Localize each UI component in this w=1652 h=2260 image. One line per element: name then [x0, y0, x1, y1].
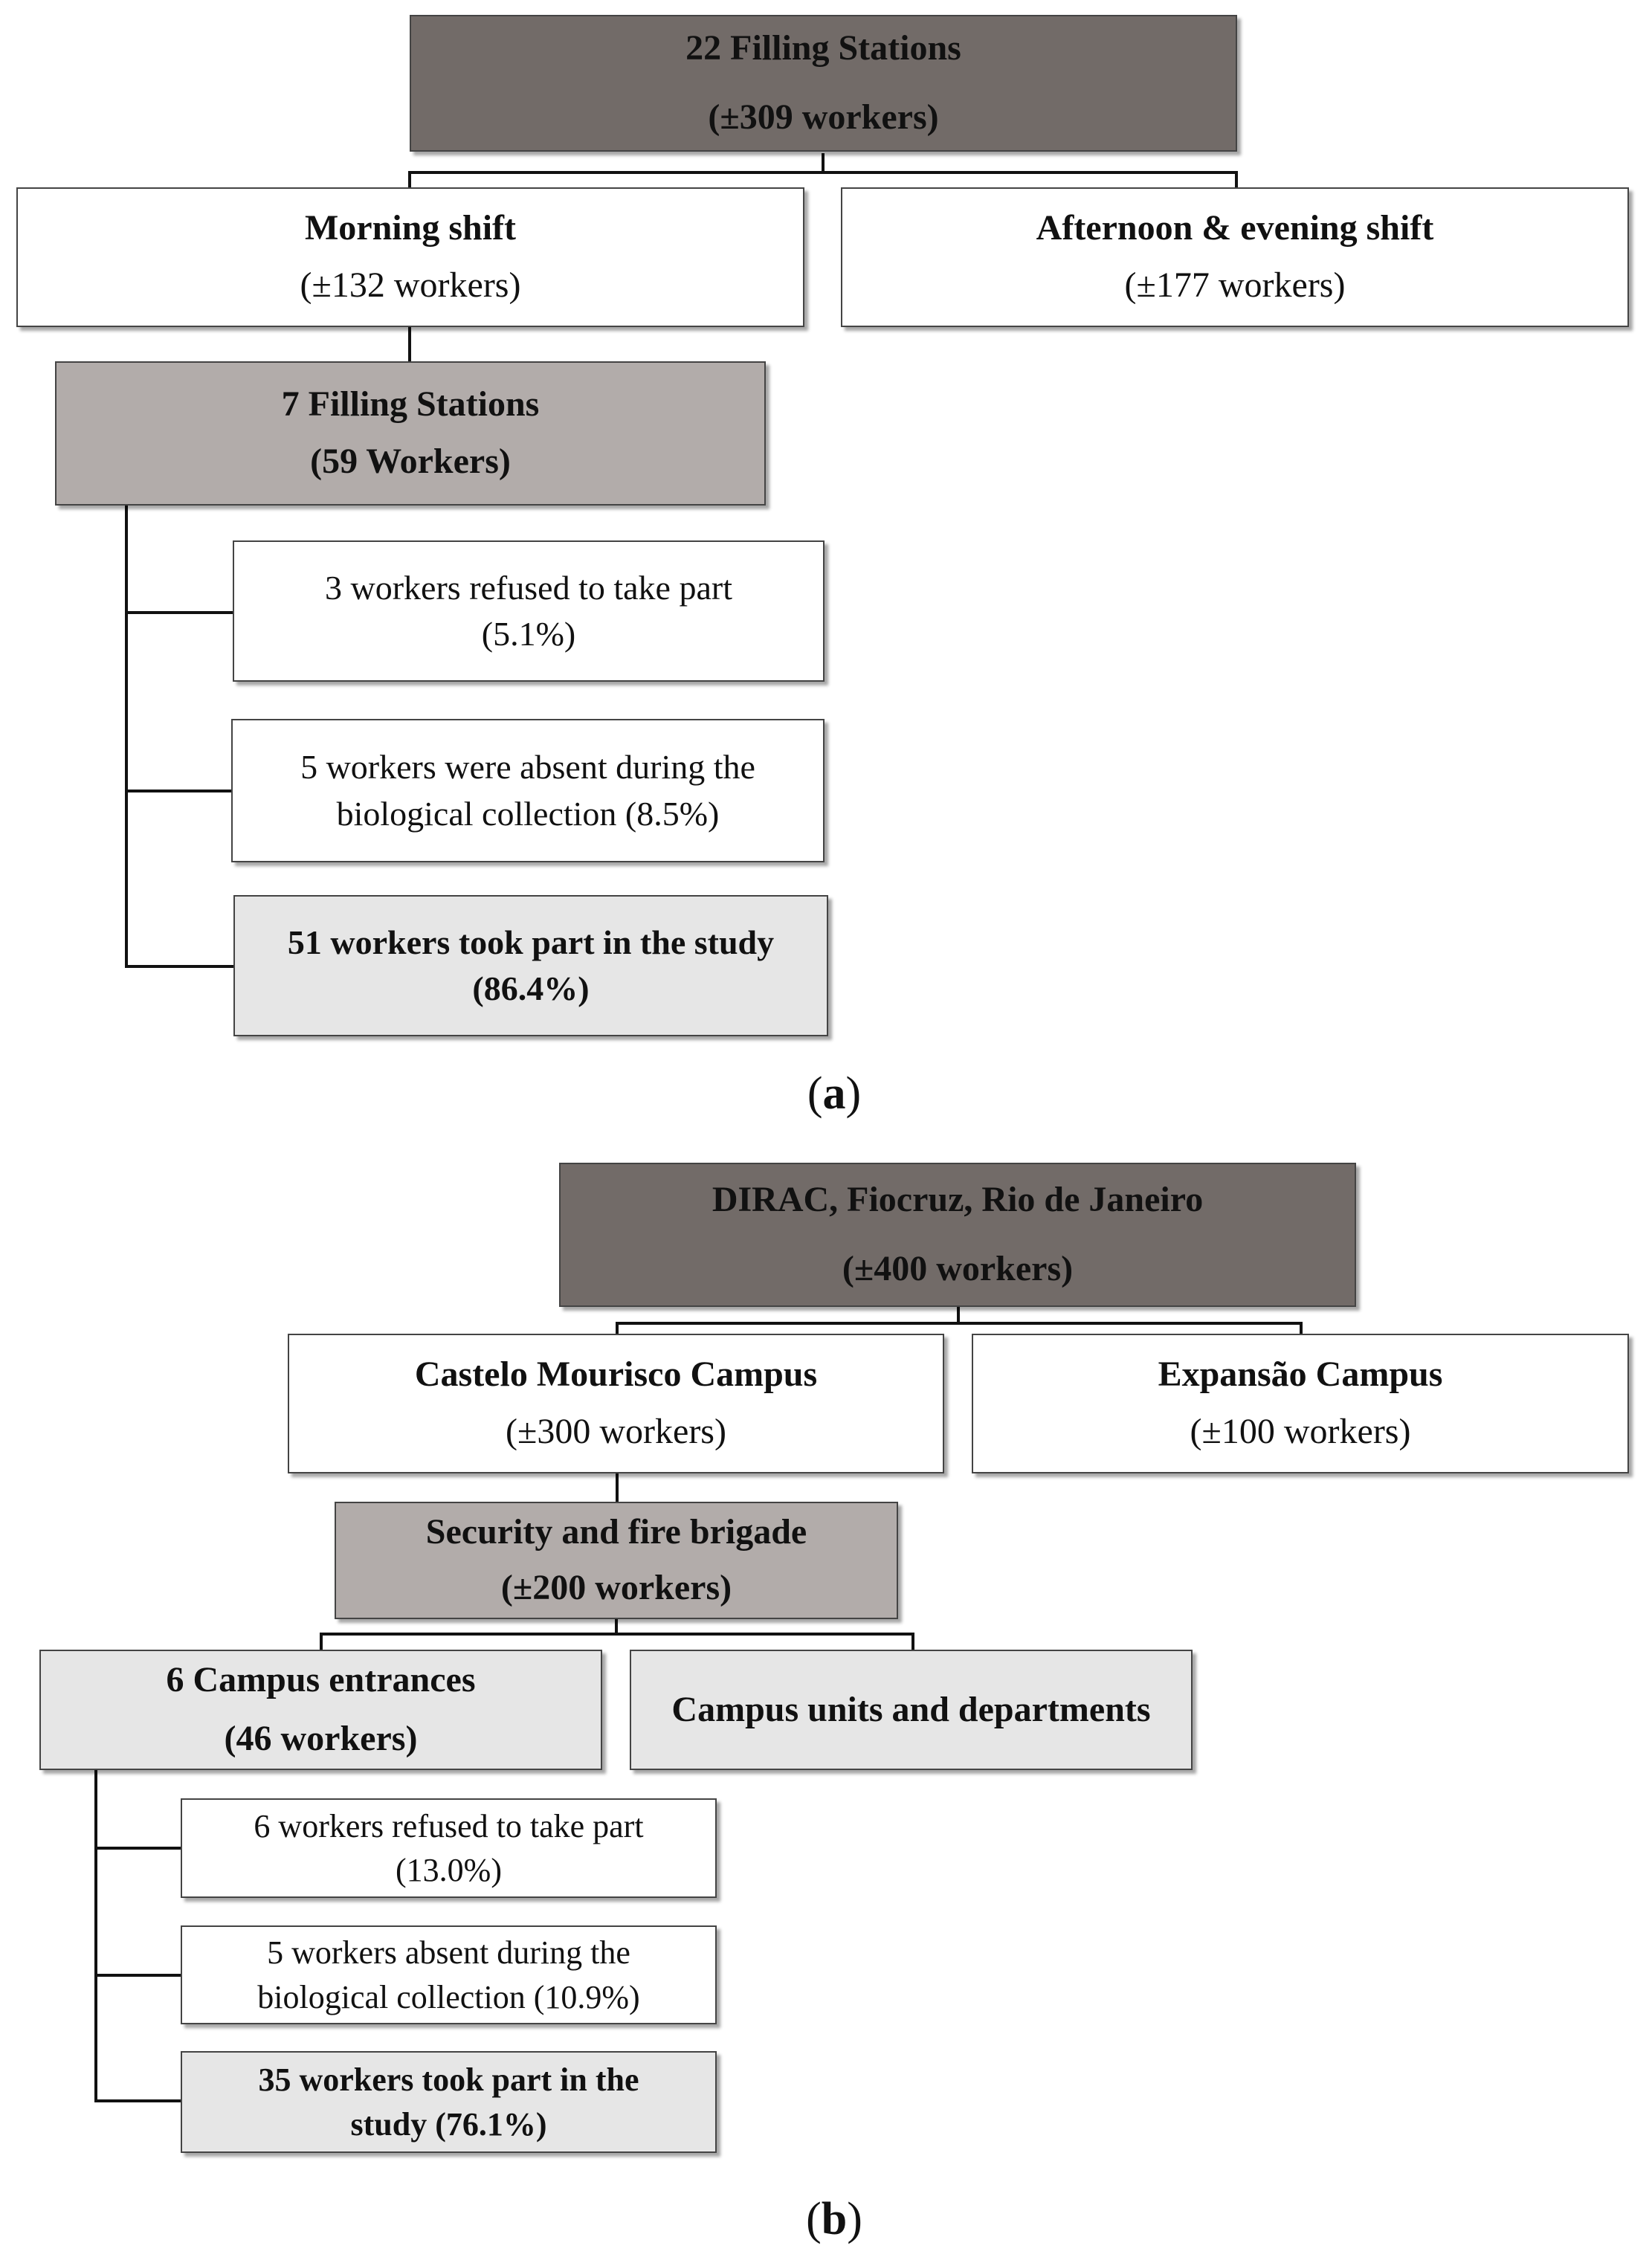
connector	[1300, 1322, 1303, 1334]
node-line: 7 Filling Stations	[281, 384, 540, 424]
panel-label-b: (b)	[806, 2194, 862, 2244]
node-line: Security and fire brigade	[425, 1512, 807, 1552]
node-title: Morning shift	[304, 208, 516, 248]
connector	[911, 1633, 914, 1650]
node-line: (86.4%)	[472, 969, 590, 1007]
node-line: (13.0%)	[396, 1852, 502, 1888]
node-title: Expansão Campus	[1158, 1355, 1443, 1395]
node-line: (5.1%)	[481, 615, 576, 653]
node-line: 51 workers took part in the study	[287, 923, 775, 961]
node-seven-filling-stations: 7 Filling Stations (59 Workers)	[55, 361, 766, 506]
connector	[957, 1307, 960, 1323]
connector	[408, 327, 411, 361]
node-line: (46 workers)	[224, 1719, 418, 1758]
connector	[616, 1322, 1303, 1325]
node-took-part: 51 workers took part in the study (86.4%…	[233, 895, 828, 1036]
connector	[1235, 171, 1238, 189]
node-line: (59 Workers)	[310, 442, 511, 481]
node-afternoon-evening-shift: Afternoon & evening shift (±177 workers)	[841, 187, 1629, 327]
node-count: (±132 workers)	[300, 265, 521, 305]
node-expansao-campus: Expansão Campus (±100 workers)	[972, 1334, 1629, 1473]
node-line: (±200 workers)	[500, 1568, 732, 1607]
node-count: (±177 workers)	[1124, 265, 1346, 305]
node-title: Afternoon & evening shift	[1036, 208, 1434, 248]
node-line: study (76.1%)	[350, 2105, 547, 2143]
node-security-fire-brigade: Security and fire brigade (±200 workers)	[335, 1502, 898, 1619]
connector	[94, 1769, 97, 2102]
node-line: biological collection (10.9%)	[257, 1978, 640, 2015]
connector	[615, 1619, 618, 1634]
connector	[616, 1322, 619, 1334]
connector	[616, 1473, 619, 1502]
connector	[408, 171, 1238, 174]
node-line: biological collection (8.5%)	[336, 794, 720, 833]
node-count: (±300 workers)	[506, 1412, 726, 1451]
connector	[125, 790, 233, 792]
connector	[822, 153, 825, 172]
node-line: (±309 workers)	[708, 97, 939, 137]
panel-label-a: (a)	[807, 1068, 862, 1119]
node-morning-shift: Morning shift (±132 workers)	[16, 187, 804, 327]
node-line: 5 workers were absent during the	[300, 748, 755, 787]
node-line: 22 Filling Stations	[685, 28, 961, 68]
node-line: Campus units and departments	[671, 1689, 1151, 1729]
connector	[125, 965, 233, 968]
connector	[94, 1847, 182, 1850]
node-line: 6 workers refused to take part	[254, 1807, 644, 1844]
connector	[94, 2099, 182, 2102]
root-node-dirac: DIRAC, Fiocruz, Rio de Janeiro (±400 wor…	[559, 1163, 1356, 1307]
node-took-part: 35 workers took part in the study (76.1%…	[181, 2051, 717, 2153]
root-node-filling-stations: 22 Filling Stations (±309 workers)	[410, 15, 1237, 152]
connector	[125, 611, 233, 614]
node-line: 6 Campus entrances	[166, 1660, 476, 1700]
node-absent: 5 workers were absent during the biologi…	[231, 719, 825, 862]
node-campus-units-departments: Campus units and departments	[630, 1650, 1193, 1770]
connector	[320, 1633, 914, 1636]
node-count: (±100 workers)	[1190, 1412, 1411, 1451]
node-title: Castelo Mourisco Campus	[414, 1355, 818, 1395]
node-refused: 3 workers refused to take part (5.1%)	[233, 540, 825, 682]
connector	[125, 506, 128, 968]
node-line: 35 workers took part in the	[258, 2062, 639, 2099]
node-refused: 6 workers refused to take part (13.0%)	[181, 1798, 717, 1898]
node-campus-entrances: 6 Campus entrances (46 workers)	[39, 1650, 602, 1770]
connector	[320, 1633, 323, 1650]
connector	[94, 1974, 182, 1977]
node-line: 3 workers refused to take part	[325, 568, 732, 607]
node-line: DIRAC, Fiocruz, Rio de Janeiro	[712, 1180, 1204, 1220]
node-absent: 5 workers absent during the biological c…	[181, 1925, 717, 2024]
connector	[408, 171, 411, 189]
node-castelo-mourisco-campus: Castelo Mourisco Campus (±300 workers)	[288, 1334, 944, 1473]
node-line: 5 workers absent during the	[267, 1934, 630, 1972]
node-line: (±400 workers)	[842, 1249, 1074, 1288]
